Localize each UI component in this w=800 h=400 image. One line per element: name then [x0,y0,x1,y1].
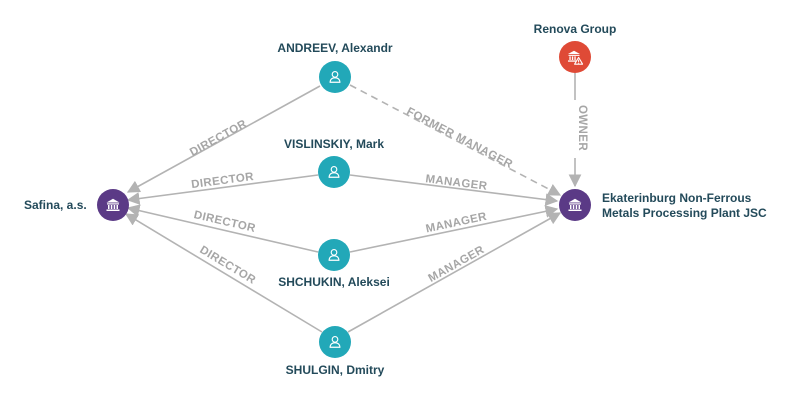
node-label: SHCHUKIN, Aleksei [278,275,390,289]
node-label-line-1: Ekaterinburg Non-Ferrous [602,191,752,205]
node-label-line-2: Metals Processing Plant JSC [602,206,767,220]
company-node-circle[interactable] [559,189,591,221]
edge-renova-owner-ekat: OWNER [568,73,588,188]
edge-shchukin-director-safina: DIRECTOR [126,204,319,253]
node-shchukin[interactable]: SHCHUKIN, Aleksei [278,239,390,289]
edge-shchukin-manager-ekat: MANAGER [349,205,559,253]
node-ekaterinburg-plant[interactable]: Ekaterinburg Non-Ferrous Metals Processi… [559,189,767,221]
edge-label: MANAGER [426,244,486,285]
node-andreev[interactable]: ANDREEV, Alexandr [277,41,393,93]
edge-label: DIRECTOR [197,244,257,287]
node-label: Safina, a.s. [24,198,87,212]
node-vislinskiy[interactable]: VISLINSKIY, Mark [284,137,384,188]
node-safina[interactable]: Safina, a.s. [24,189,129,221]
node-label: SHULGIN, Dmitry [286,363,385,377]
edge-label: DIRECTOR [188,118,249,159]
node-renova-group[interactable]: Renova Group [534,22,617,73]
node-label: VISLINSKIY, Mark [284,137,384,151]
node-label: ANDREEV, Alexandr [277,41,392,55]
node-label: Renova Group [534,22,617,36]
edge-label: OWNER [576,105,588,151]
company-node-circle[interactable] [97,189,129,221]
nodes: ANDREEV, Alexandr VISLINSKIY, Mark SHCHU… [24,22,767,377]
edge-label: FORMER MANAGER [404,106,514,171]
node-shulgin[interactable]: SHULGIN, Dmitry [286,326,385,377]
edges: DIRECTOR FORMER MANAGER DIRECTOR MANAGER… [124,73,588,333]
edge-vislinskiy-director-safina: DIRECTOR [126,171,319,205]
edge-label: MANAGER [425,211,489,236]
edge-shulgin-director-safina: DIRECTOR [124,213,323,333]
edge-label: MANAGER [425,173,489,193]
